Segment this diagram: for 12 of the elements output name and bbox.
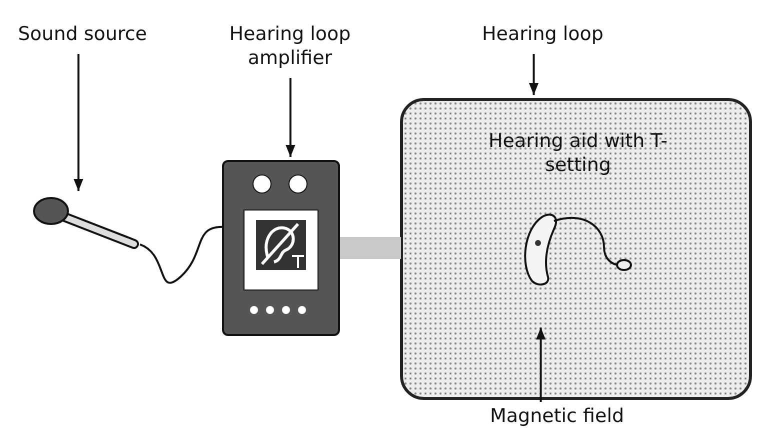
label-text: Sound source — [18, 22, 147, 46]
label-text: Hearing aid with T-setting — [488, 129, 668, 177]
audio-cable — [140, 226, 222, 284]
leader-arrow — [74, 54, 84, 191]
leader-arrow — [536, 328, 546, 402]
leader-arrow — [528, 54, 539, 95]
leader-arrow — [286, 78, 296, 157]
hearing-loop-pad — [400, 98, 752, 400]
label-text: Hearing loop — [482, 22, 604, 46]
label-text: Magnetic field — [490, 404, 624, 428]
label-text: Hearing loop amplifier — [228, 22, 352, 70]
loop-lead — [340, 237, 401, 259]
